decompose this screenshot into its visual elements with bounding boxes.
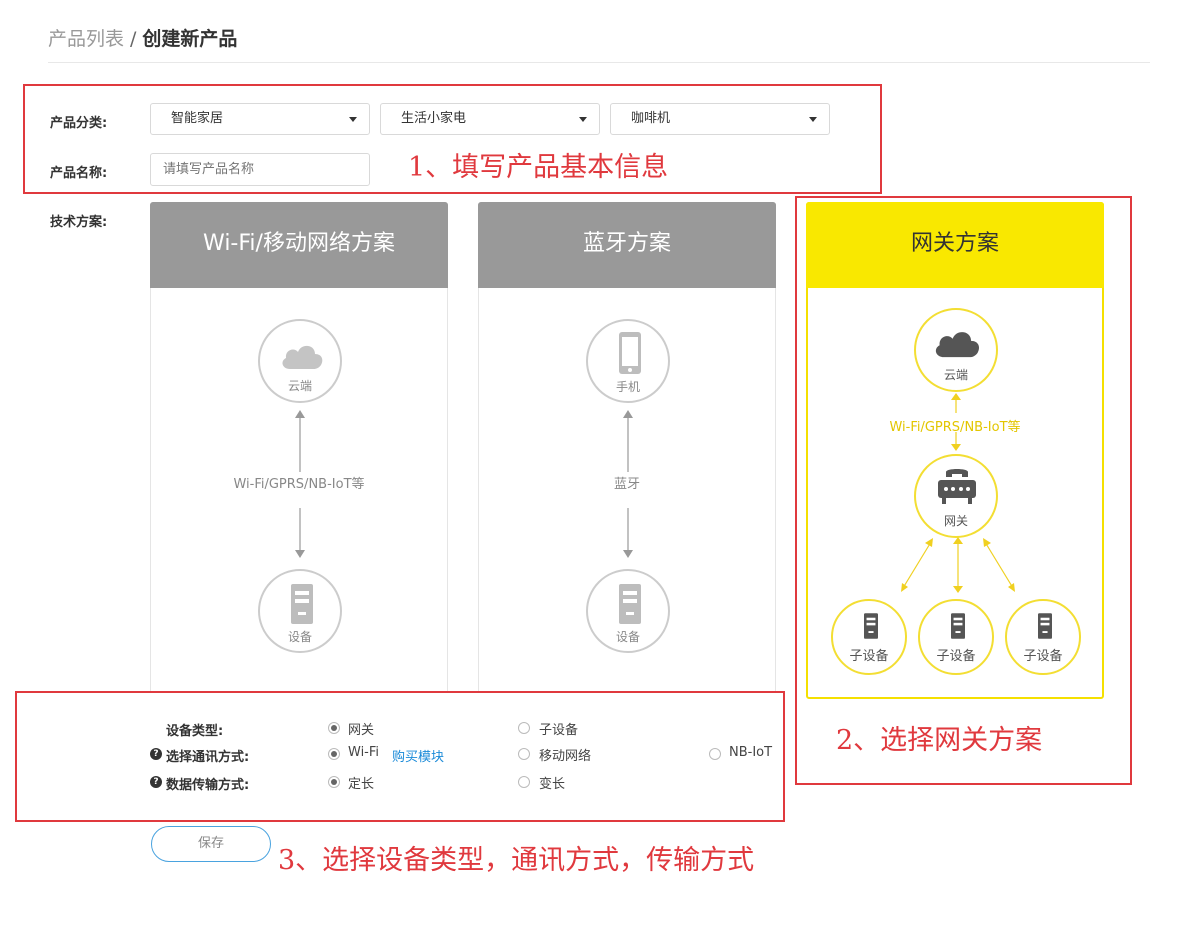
card-wifi-solution[interactable]: Wi-Fi/移动网络方案 云端 Wi-Fi/GPRS/NB-IoT等 设备 bbox=[150, 202, 448, 696]
radio-comm-nbiot[interactable] bbox=[709, 748, 721, 760]
device-icon bbox=[619, 584, 641, 624]
sub-device-label: 子设备 bbox=[849, 649, 889, 664]
arrow-up-icon bbox=[295, 410, 305, 472]
category-select-1-value: 智能家居 bbox=[171, 111, 224, 126]
card-bluetooth-title: 蓝牙方案 bbox=[478, 202, 776, 288]
transfer-variable-text: 变长 bbox=[539, 777, 566, 792]
device-type-subdevice-text: 子设备 bbox=[539, 723, 579, 738]
radio-transfer-fixed[interactable] bbox=[328, 776, 340, 788]
category-label: 产品分类: bbox=[50, 116, 108, 131]
arrow-up-icon bbox=[951, 393, 961, 413]
buy-module-link[interactable]: 购买模块 bbox=[392, 750, 445, 765]
radio-device-subdevice[interactable] bbox=[518, 722, 530, 734]
sub-device-icon bbox=[864, 613, 878, 639]
cloud-icon bbox=[282, 345, 323, 369]
tech-solution-label: 技术方案: bbox=[50, 215, 108, 230]
cloud-node: 云端 bbox=[914, 308, 998, 392]
phone-label: 手机 bbox=[615, 380, 640, 394]
help-icon[interactable]: ? bbox=[150, 776, 162, 788]
comm-wifi-text: Wi-Fi bbox=[348, 745, 380, 760]
sub-device-node: 子设备 bbox=[918, 599, 994, 675]
phone-node: 手机 bbox=[586, 319, 670, 403]
product-name-input[interactable] bbox=[150, 153, 370, 186]
gateway-label: 网关 bbox=[943, 514, 968, 528]
sub-device-label: 子设备 bbox=[1023, 649, 1063, 664]
sub-device-label: 子设备 bbox=[936, 649, 976, 664]
annotation-step1: 1、填写产品基本信息 bbox=[408, 152, 669, 183]
category-select-3[interactable]: 咖啡机 bbox=[610, 103, 830, 135]
product-name-label: 产品名称: bbox=[50, 166, 108, 181]
device-node: 设备 bbox=[586, 569, 670, 653]
category-select-3-value: 咖啡机 bbox=[631, 111, 671, 126]
card-bluetooth-solution[interactable]: 蓝牙方案 手机 蓝牙 设备 bbox=[478, 202, 776, 696]
device-label: 设备 bbox=[287, 630, 312, 644]
cloud-label: 云端 bbox=[943, 368, 968, 382]
breadcrumb: 产品列表/创建新产品 bbox=[48, 24, 237, 51]
gateway-node: 网关 bbox=[914, 454, 998, 538]
breadcrumb-product-list[interactable]: 产品列表 bbox=[48, 28, 125, 50]
arrow-down-icon bbox=[295, 508, 305, 558]
header-divider bbox=[48, 62, 1150, 63]
chevron-down-icon bbox=[809, 117, 817, 122]
card-gateway-solution[interactable]: 网关方案 云端 Wi-Fi/GPRS/NB-IoT等 网关 子设备 bbox=[806, 202, 1104, 699]
arrow-down-icon bbox=[951, 432, 961, 451]
radio-comm-mobile[interactable] bbox=[518, 748, 530, 760]
sub-device-node: 子设备 bbox=[831, 599, 907, 675]
device-type-label: 设备类型: bbox=[166, 724, 224, 739]
radio-transfer-variable[interactable] bbox=[518, 776, 530, 788]
sub-device-icon bbox=[951, 613, 965, 639]
gateway-link-label: Wi-Fi/GPRS/NB-IoT等 bbox=[889, 420, 1021, 435]
data-transfer-label: 数据传输方式: bbox=[166, 778, 250, 793]
comm-method-label: 选择通讯方式: bbox=[166, 750, 250, 765]
radio-device-gateway[interactable] bbox=[328, 722, 340, 734]
comm-nbiot-text: NB-IoT bbox=[729, 745, 773, 760]
wifi-link-label: Wi-Fi/GPRS/NB-IoT等 bbox=[233, 477, 365, 492]
transfer-fixed-text: 定长 bbox=[348, 777, 375, 792]
chevron-down-icon bbox=[349, 117, 357, 122]
branch-arrows-icon bbox=[901, 537, 1015, 593]
annotation-box-gateway bbox=[795, 196, 1132, 785]
cloud-label: 云端 bbox=[287, 379, 312, 393]
category-select-1[interactable]: 智能家居 bbox=[150, 103, 370, 135]
breadcrumb-separator: / bbox=[130, 28, 137, 50]
cloud-node: 云端 bbox=[258, 319, 342, 403]
page-title: 创建新产品 bbox=[142, 28, 238, 50]
annotation-step2: 2、选择网关方案 bbox=[836, 725, 1043, 756]
radio-comm-wifi[interactable] bbox=[328, 748, 340, 760]
help-icon[interactable]: ? bbox=[150, 748, 162, 760]
save-button[interactable]: 保存 bbox=[151, 826, 271, 862]
device-label: 设备 bbox=[615, 630, 640, 644]
arrow-down-icon bbox=[623, 508, 633, 558]
device-icon bbox=[291, 584, 313, 624]
card-gateway-title: 网关方案 bbox=[806, 202, 1104, 288]
chevron-down-icon bbox=[579, 117, 587, 122]
annotation-box-basic-info bbox=[23, 84, 882, 194]
comm-mobile-text: 移动网络 bbox=[539, 749, 592, 764]
sub-device-node: 子设备 bbox=[1005, 599, 1081, 675]
bluetooth-link-label: 蓝牙 bbox=[613, 477, 640, 492]
category-select-2[interactable]: 生活小家电 bbox=[380, 103, 600, 135]
annotation-step3: 3、选择设备类型，通讯方式，传输方式 bbox=[278, 845, 755, 876]
annotation-box-options bbox=[15, 691, 785, 822]
cloud-icon bbox=[935, 332, 980, 358]
gateway-icon bbox=[938, 469, 976, 504]
phone-icon bbox=[619, 332, 641, 374]
sub-device-icon bbox=[1038, 613, 1052, 639]
card-wifi-title: Wi-Fi/移动网络方案 bbox=[150, 202, 448, 288]
arrow-up-icon bbox=[623, 410, 633, 472]
device-node: 设备 bbox=[258, 569, 342, 653]
device-type-gateway-text: 网关 bbox=[348, 723, 375, 738]
category-select-2-value: 生活小家电 bbox=[401, 111, 467, 126]
